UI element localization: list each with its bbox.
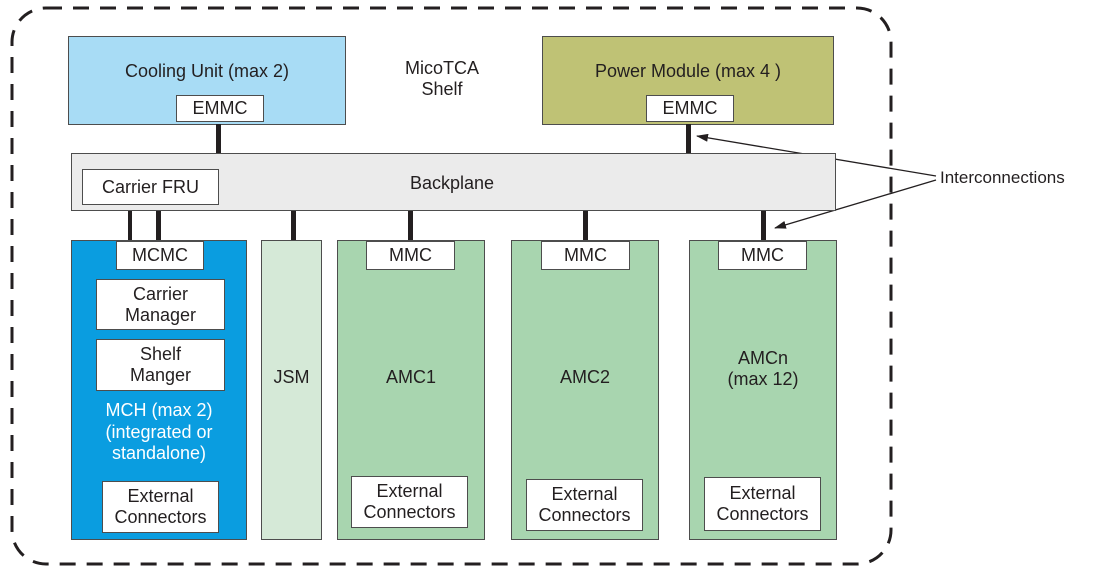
cooling-unit-label: Cooling Unit (max 2) [124,61,290,81]
backplane-label: Backplane [409,173,495,193]
amcn-label-line2: (max 12) [727,369,799,389]
amcn-ext-line1: External [729,483,796,503]
amcn-external-connectors: External Connectors [704,477,821,531]
mch-external-connectors: External Connectors [102,481,219,533]
carrier-fru-box: Carrier FRU [82,169,219,205]
mch-label: MCH (max 2) (integrated or standalone) [72,400,246,465]
mch-label-line2: (integrated or [105,421,213,442]
amcn-ext-line2: Connectors [716,504,809,524]
amc2-external-connectors: External Connectors [526,479,643,531]
amc2-connector [583,211,588,241]
jsm-label: JSM [273,367,310,387]
amcn-label-line1: AMCn [737,348,788,368]
mch-label-line3: standalone) [111,443,207,463]
power-module-emmc: EMMC [646,95,734,122]
amc1-ext-line2: Connectors [363,502,456,522]
amc1-mmc: MMC [366,241,455,270]
amcn-connector [761,211,766,241]
arrow-to-amcn-mmc [774,179,937,229]
amc1-ext-line1: External [376,481,443,501]
jsm-connector [291,211,296,241]
mch-ext-line2: Connectors [114,507,207,527]
amc1-connector [408,211,413,241]
amc1-label-line1: AMC1 [385,367,436,387]
power-module-label: Power Module (max 4 ) [594,61,782,81]
carrier-manager-line1: Carrier [132,283,188,304]
amc2-ext-line2: Connectors [538,505,631,525]
cooling-unit-connector [216,124,221,153]
shelf-manager-line2: Manger [129,365,192,385]
shelf-manager-line1: Shelf [139,344,182,364]
shelf-title: MicoTCA Shelf [382,58,502,100]
amcn-label: AMCn (max 12) [690,348,836,390]
carrier-manager-box: Carrier Manager [96,279,225,330]
amc1-external-connectors: External Connectors [351,476,468,528]
amc1-label: AMC1 [338,367,484,388]
shelf-manager-box: Shelf Manger [96,339,225,391]
amcn-mmc: MMC [718,241,807,270]
shelf-title-line1: MicoTCA [404,58,479,78]
amc2-mmc: MMC [541,241,630,270]
amc2-ext-line1: External [551,484,618,504]
cooling-unit-emmc: EMMC [176,95,264,122]
shelf-outline [10,6,893,566]
carrier-manager-line2: Manager [124,304,197,325]
shelf-title-line2: Shelf [421,79,463,99]
mch-connector-left [128,211,132,242]
amc2-label-line1: AMC2 [559,367,610,387]
jsm-box: JSM [261,240,322,540]
interconnections-label: Interconnections [940,168,1065,187]
power-module-connector [686,124,691,153]
mch-mcmc: MCMC [116,241,204,270]
mch-label-line1: MCH (max 2) [105,400,213,420]
amc2-label: AMC2 [512,367,658,388]
mch-ext-line1: External [127,486,194,506]
mch-connector-right [156,211,161,242]
